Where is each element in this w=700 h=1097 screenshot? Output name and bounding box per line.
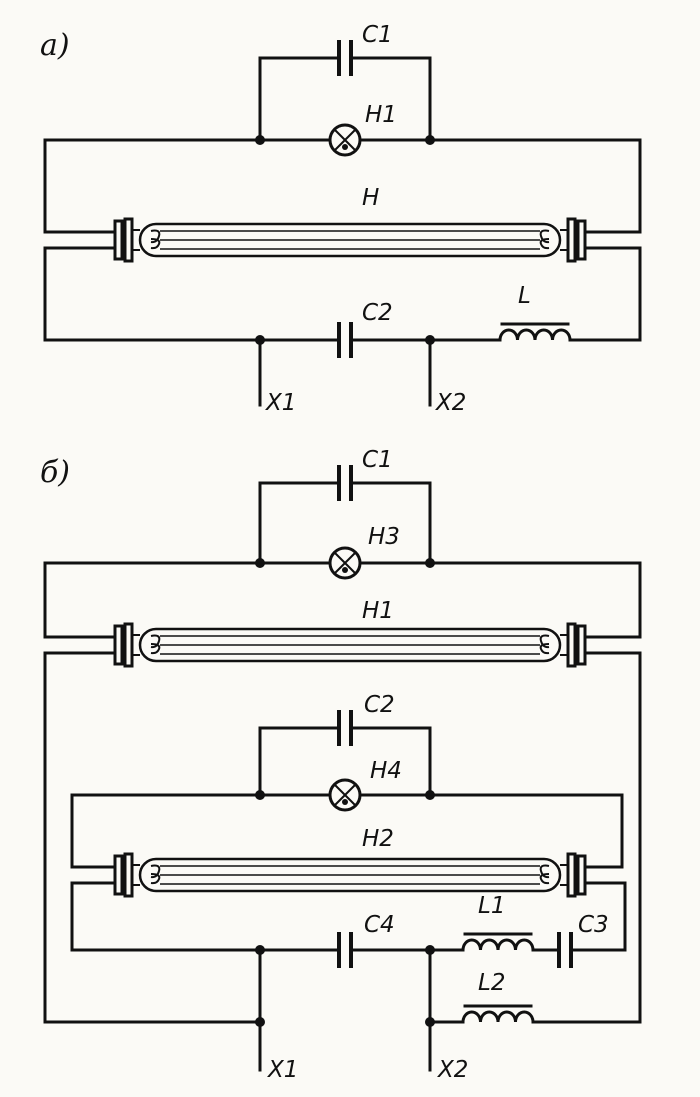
label-h: H (362, 185, 379, 211)
junction (425, 558, 435, 568)
capacitor-c2 (337, 708, 353, 748)
lamp-h4 (328, 778, 362, 812)
label-l: L (518, 283, 531, 309)
label-h1: H1 (365, 102, 397, 128)
panel-label-b: б) (40, 455, 70, 490)
fluorescent-tube-h2 (83, 852, 617, 898)
capacitor-c2 (337, 320, 353, 360)
inductor-l2 (461, 1004, 535, 1024)
junction (255, 135, 265, 145)
label-l1: L1 (478, 893, 505, 919)
junction (255, 945, 265, 955)
label-c2: C2 (362, 300, 393, 326)
circuit-b: б) C1 H3 H1 C2 H4 H2 (40, 447, 642, 1083)
capacitor-c1 (337, 463, 353, 503)
inductor-l1 (461, 932, 535, 952)
fluorescent-tube-h1 (83, 622, 617, 668)
circuit-a: a) C1 H1 H C2 L X1 X2 (40, 22, 642, 416)
terminal-x1: X1 (265, 390, 296, 416)
junction (255, 558, 265, 568)
terminal-x1: X1 (267, 1057, 298, 1083)
junction (425, 135, 435, 145)
label-h4: H4 (370, 758, 402, 784)
junction (425, 1017, 435, 1027)
terminal-x2: X2 (435, 390, 466, 416)
junction (425, 790, 435, 800)
capacitor-c4 (337, 930, 353, 970)
label-l2: L2 (478, 970, 505, 996)
junction (255, 1017, 265, 1027)
panel-label-a: a) (40, 28, 70, 63)
junction (255, 335, 265, 345)
lamp-h1 (328, 123, 362, 157)
fluorescent-tube-h (83, 217, 617, 263)
label-h1: H1 (362, 598, 394, 624)
label-h2: H2 (362, 826, 394, 852)
junction (425, 335, 435, 345)
capacitor-c3 (557, 930, 573, 970)
label-c1: C1 (362, 22, 393, 48)
lamp-h3 (328, 546, 362, 580)
label-c2: C2 (364, 692, 395, 718)
inductor-l (498, 322, 572, 342)
terminal-x2: X2 (437, 1057, 468, 1083)
junction (255, 790, 265, 800)
label-c3: C3 (578, 912, 609, 938)
label-c4: C4 (364, 912, 395, 938)
label-h3: H3 (368, 524, 400, 550)
junction (425, 945, 435, 955)
capacitor-c1 (337, 38, 353, 78)
label-c1: C1 (362, 447, 393, 473)
